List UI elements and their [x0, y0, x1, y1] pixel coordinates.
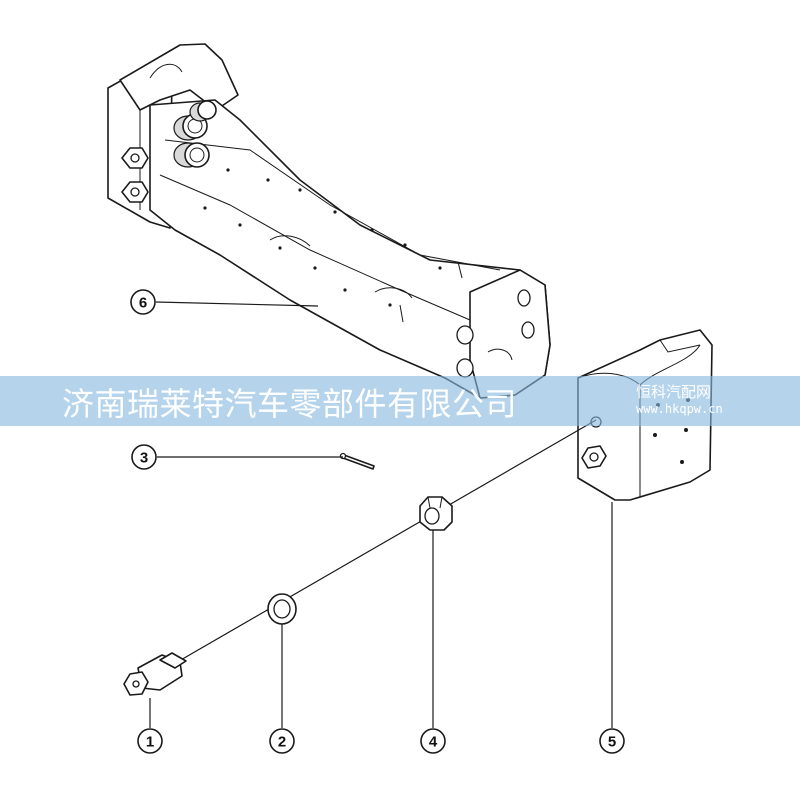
split-pin-part-3 — [339, 452, 375, 470]
callout-5-label: 5 — [608, 734, 616, 751]
callout-4: 4 — [420, 728, 446, 754]
company-banner — [0, 376, 800, 426]
callout-6: 6 — [130, 289, 156, 315]
watermark-url: www.hkqpw.cn — [636, 402, 723, 416]
callout-2-label: 2 — [278, 734, 286, 751]
callout-3: 3 — [131, 444, 157, 470]
castle-nut-part-4 — [419, 496, 453, 531]
leader-6 — [155, 301, 319, 307]
bracket-part-6 — [107, 43, 551, 399]
callout-4-label: 4 — [429, 734, 438, 751]
washer-part-2 — [267, 593, 297, 625]
callout-6-label: 6 — [139, 295, 147, 312]
watermark-site-name: 恒科汽配网 — [636, 383, 712, 401]
callout-5: 5 — [599, 728, 625, 754]
callout-3-label: 3 — [140, 450, 148, 467]
callout-2: 2 — [269, 728, 295, 754]
bolt-part-1 — [123, 652, 187, 696]
callout-1-label: 1 — [146, 734, 154, 751]
company-name-text: 济南瑞莱特汽车零部件有限公司 — [62, 385, 518, 423]
callout-1: 1 — [137, 728, 163, 754]
assembly-axis-line — [159, 419, 597, 673]
